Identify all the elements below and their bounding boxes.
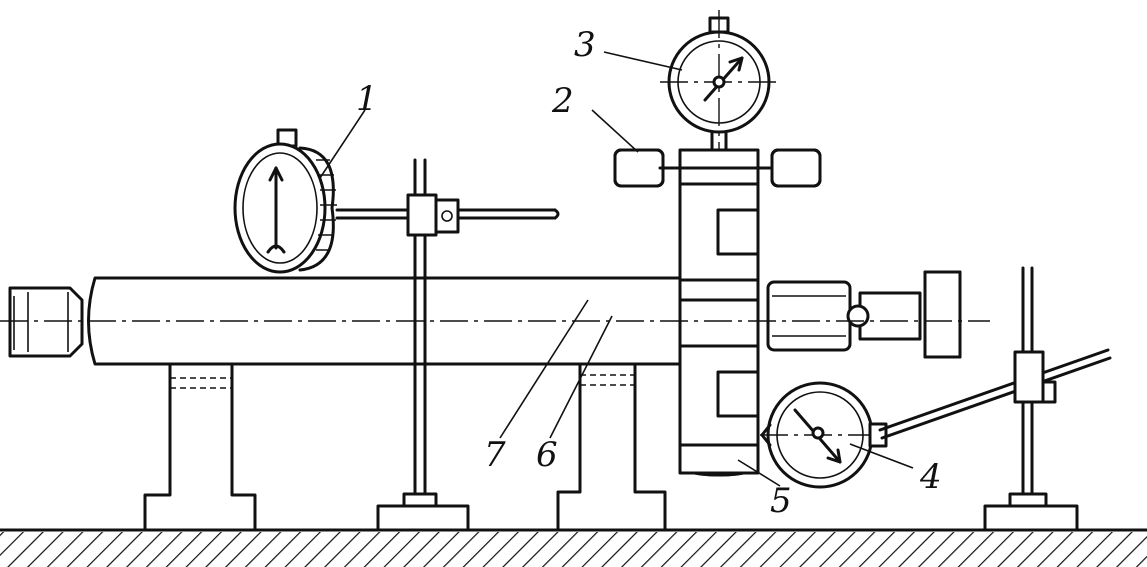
left-indicator-stand [335, 158, 560, 532]
right-indicator-stand [983, 266, 1079, 532]
right-dial-indicator [760, 348, 1112, 489]
measuring-shaft [8, 276, 682, 366]
knurled-screws [613, 148, 822, 188]
callout-6: 6 [536, 435, 558, 475]
callout-2: 2 [552, 81, 574, 121]
ground [0, 528, 1147, 567]
leader-lines [319, 51, 914, 487]
callout-4: 4 [920, 457, 942, 497]
vertical-clamp-body [678, 170, 760, 477]
callout-7: 7 [484, 435, 506, 475]
callout-1: 1 [356, 79, 378, 119]
callout-3: 3 [574, 25, 596, 65]
left-dial-indicator [233, 128, 337, 274]
chuck-assembly [766, 270, 962, 359]
callout-5: 5 [770, 481, 792, 521]
top-dial-indicator [660, 10, 780, 152]
